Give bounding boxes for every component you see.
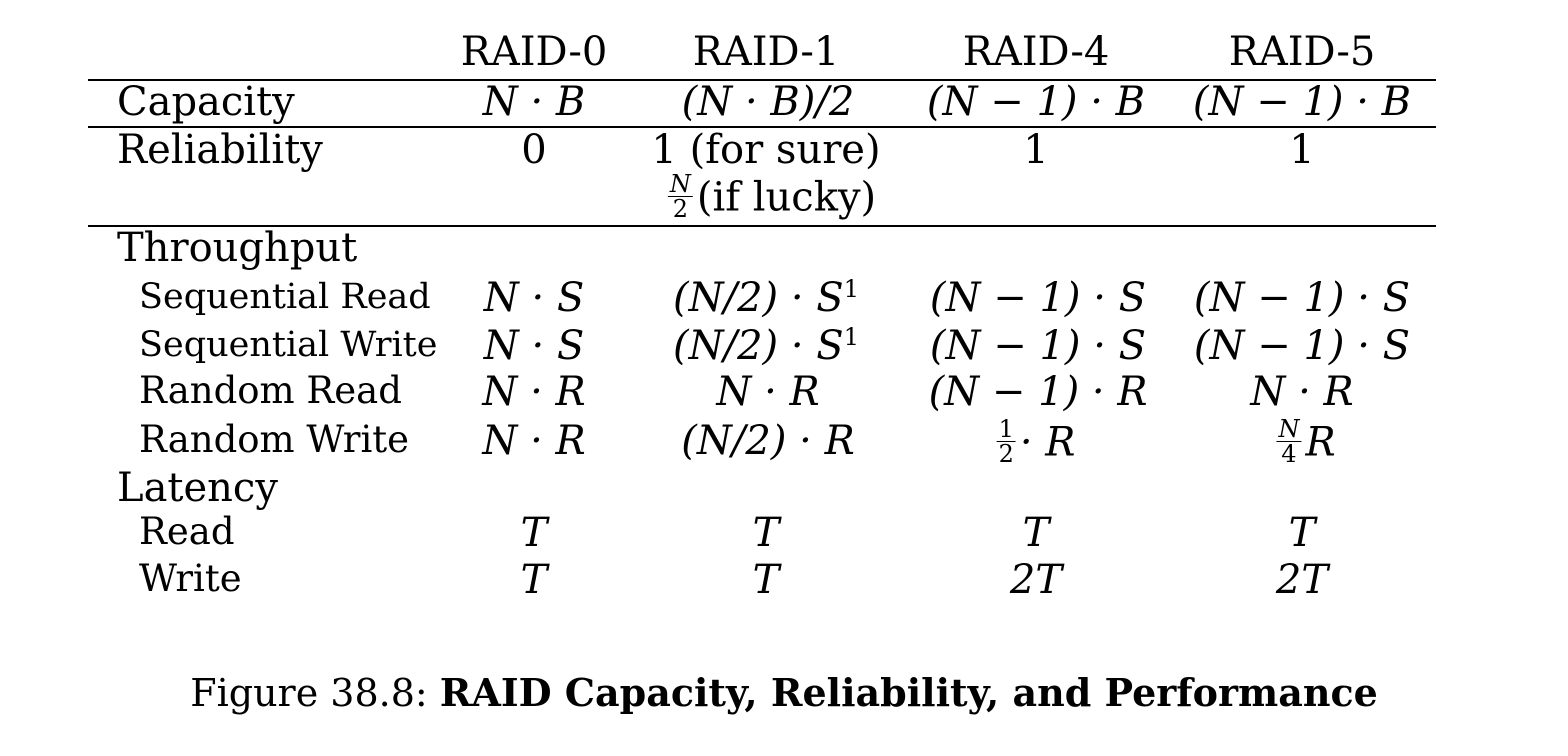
capacity-rule (88, 126, 1436, 128)
row-label-random-write: Random Write (139, 418, 410, 461)
cell-latwrite-raid1: T (752, 557, 780, 603)
cell-latwrite-raid4: 2T (1009, 557, 1063, 603)
row-label-sequential-read: Sequential Read (139, 277, 431, 317)
cell-seqwrite-raid5: (N − 1) · S (1193, 323, 1411, 369)
row-label-sequential-write: Sequential Write (139, 325, 438, 365)
cell-seqread-raid5: (N − 1) · S (1193, 275, 1411, 321)
cell-seqwrite-raid1: (N/2) · S1 (673, 323, 859, 369)
caption-title: RAID Capacity, Reliability, and Performa… (439, 670, 1378, 715)
header-rule (88, 79, 1436, 81)
cell-capacity-raid5: (N − 1) · B (1192, 79, 1412, 125)
cell-randread-raid0: N · R (482, 369, 586, 415)
row-label-reliability: Reliability (117, 127, 323, 173)
col-header-raid1: RAID-1 (692, 29, 840, 75)
cell-seqwrite-raid4: (N − 1) · S (929, 323, 1147, 369)
cell-latwrite-raid0: T (520, 557, 548, 603)
row-label-latency-read: Read (139, 510, 235, 553)
cell-randwrite-raid0: N · R (482, 418, 586, 464)
cell-randwrite-raid1: (N/2) · R (681, 418, 855, 464)
cell-seqread-raid1: (N/2) · S1 (673, 275, 859, 321)
cell-randread-raid5: N · R (1250, 369, 1354, 415)
caption-prefix: Figure 38.8: (190, 671, 428, 715)
row-label-random-read: Random Read (139, 369, 402, 412)
cell-latread-raid5: T (1288, 510, 1316, 556)
cell-capacity-raid1: (N · B)/2 (681, 79, 855, 125)
cell-reliability-raid0: 0 (521, 127, 547, 173)
cell-latread-raid4: T (1022, 510, 1050, 556)
cell-latread-raid1: T (752, 510, 780, 556)
reliability-rule (88, 225, 1436, 227)
row-label-throughput: Throughput (117, 225, 358, 271)
col-header-raid5: RAID-5 (1228, 29, 1376, 75)
cell-seqread-raid0: N · S (483, 275, 585, 321)
cell-reliability-raid1: 1 (for sure) (651, 127, 881, 173)
col-header-raid4: RAID-4 (962, 29, 1110, 75)
cell-randread-raid4: (N − 1) · R (928, 369, 1148, 415)
cell-seqread-raid4: (N − 1) · S (929, 275, 1147, 321)
cell-reliability-raid4: 1 (1023, 127, 1049, 173)
cell-capacity-raid0: N · B (482, 79, 586, 125)
row-label-capacity: Capacity (117, 79, 295, 125)
figure-caption: Figure 38.8: RAID Capacity, Reliability,… (0, 670, 1568, 715)
cell-seqwrite-raid0: N · S (483, 323, 585, 369)
row-label-latency: Latency (117, 465, 278, 511)
row-label-latency-write: Write (139, 557, 242, 600)
cell-latread-raid0: T (520, 510, 548, 556)
cell-reliability-raid5: 1 (1289, 127, 1315, 173)
cell-latwrite-raid5: 2T (1275, 557, 1329, 603)
cell-capacity-raid4: (N − 1) · B (926, 79, 1146, 125)
col-header-raid0: RAID-0 (460, 29, 608, 75)
cell-randread-raid1: N · R (716, 369, 820, 415)
